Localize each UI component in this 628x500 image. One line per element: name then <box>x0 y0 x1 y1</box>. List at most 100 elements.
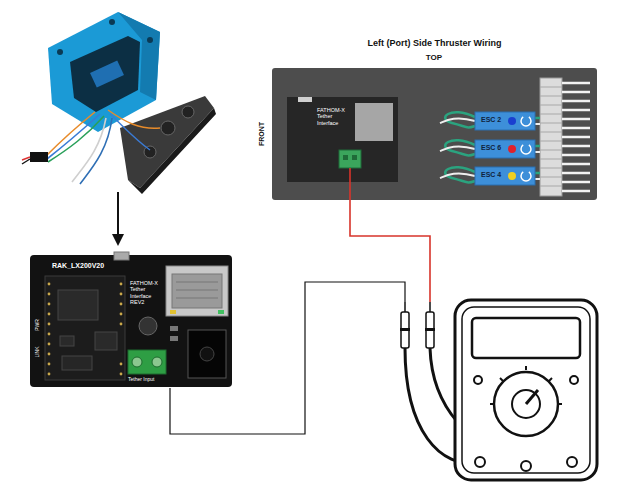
enclosure-photo <box>30 152 48 162</box>
multimeter-icon <box>500 378 503 381</box>
probe-wires <box>170 168 430 434</box>
thruster-panel <box>508 172 516 180</box>
enclosure-photo <box>57 49 63 55</box>
thruster-panel <box>562 145 590 148</box>
thruster-panel <box>535 172 540 175</box>
esc-box: ESC 2 <box>475 112 535 130</box>
down-arrow <box>112 192 124 246</box>
thruster-panel <box>521 116 531 181</box>
thruster-panel <box>272 68 597 200</box>
tether-board-photo <box>30 255 232 387</box>
tether-board-photo <box>170 310 176 314</box>
tether-board-photo <box>48 323 51 326</box>
thruster-panel <box>535 151 540 153</box>
thruster-panel <box>540 150 562 151</box>
multimeter-icon <box>474 376 482 384</box>
tether-board-photo <box>218 310 224 314</box>
tether-board-photo <box>45 276 125 380</box>
thruster-panel <box>562 109 590 112</box>
esc-label: ESC 6 <box>481 144 507 152</box>
multimeter-icon <box>400 328 410 331</box>
tether-board-photo <box>120 313 123 316</box>
tether-board-photo <box>166 266 228 316</box>
enclosure-photo <box>90 60 124 87</box>
tether-board-photo <box>139 317 157 335</box>
tether-board-photo <box>48 293 51 296</box>
multimeter-icon <box>455 300 597 480</box>
tether-board-photo <box>48 353 51 356</box>
tether-board-photo <box>48 313 51 316</box>
multimeter-icon <box>490 366 562 404</box>
thruster-panel <box>339 150 361 168</box>
multimeter-icon <box>429 302 431 312</box>
tether-board-photo <box>176 290 218 291</box>
thruster-panel <box>343 155 348 160</box>
esc-box: ESC 4 <box>475 167 535 185</box>
chip-label: RAK_LX200V20 <box>52 262 104 270</box>
probe-wires <box>170 282 405 434</box>
enclosure-photo <box>80 118 112 184</box>
tether-board: FATHOM-X Tether Interface REV2 <box>30 255 232 387</box>
tether-board-photo <box>170 336 178 341</box>
connector-label: Tether Input <box>128 377 154 383</box>
thruster-panel <box>562 181 590 184</box>
tether-board-photo <box>48 303 51 306</box>
tether-board-photo <box>48 373 51 376</box>
thruster-panel <box>535 123 540 125</box>
thruster-panel <box>562 83 590 191</box>
thruster-panel <box>298 97 312 102</box>
tether-board-photo <box>120 373 123 376</box>
tether-board-photo <box>188 330 226 378</box>
led-label: PWR <box>35 319 41 331</box>
multimeter-icon <box>549 378 552 381</box>
enclosure-photo <box>120 96 214 188</box>
tether-board-photo <box>30 252 232 387</box>
enclosure-photo <box>47 114 100 159</box>
tether-board-photo <box>176 298 218 299</box>
enclosure-photo <box>182 106 194 118</box>
thruster-panel <box>535 145 540 148</box>
multimeter-icon <box>494 372 558 436</box>
thruster-panel <box>540 132 562 133</box>
thruster-panel <box>540 141 562 142</box>
thruster-panel <box>535 117 540 120</box>
thruster-panel <box>272 68 597 200</box>
enclosure-photo <box>144 146 156 158</box>
thruster-panel <box>540 123 562 124</box>
thruster-panel <box>440 118 475 123</box>
tether-board-photo <box>176 282 218 283</box>
panel-title: Left (Port) Side Thruster Wiring <box>272 38 597 48</box>
esc-label: ESC 4 <box>481 171 507 179</box>
multimeter-icon <box>512 390 540 418</box>
tether-board-photo <box>200 347 214 361</box>
tether-board-photo <box>95 332 117 350</box>
enclosure-photo <box>109 19 115 25</box>
thruster-panel <box>562 163 590 166</box>
multimeter-icon <box>526 390 538 404</box>
side-label: TOP <box>426 53 442 62</box>
tether-board-photo <box>48 333 51 336</box>
thruster-panel <box>562 100 590 103</box>
thruster-panel <box>562 82 590 85</box>
enclosure-photo <box>46 112 95 156</box>
enclosure-photo <box>22 159 30 164</box>
tether-board-photo <box>128 350 166 374</box>
thruster-panel <box>521 171 531 181</box>
thruster-panel <box>540 87 562 186</box>
multimeter-icon <box>404 302 406 312</box>
side-label: FRONT <box>258 122 266 146</box>
led-label: LINK <box>35 346 41 357</box>
multimeter-icon <box>521 461 531 471</box>
thruster-panel <box>562 172 590 175</box>
thruster-panel <box>540 159 562 160</box>
thruster-panel <box>540 105 562 106</box>
multimeter-icon <box>401 312 409 348</box>
thruster-panel <box>540 96 562 97</box>
thruster-panel <box>562 154 590 157</box>
tether-board-photo <box>170 326 178 331</box>
multimeter-icon <box>570 376 578 384</box>
tether-board-photo <box>120 363 123 366</box>
